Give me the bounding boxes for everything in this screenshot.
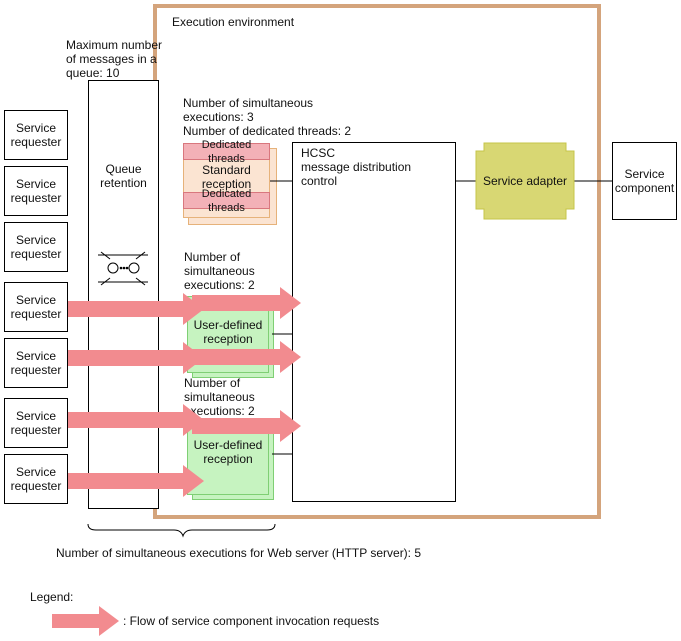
flow-arrow	[68, 342, 204, 374]
service-requester-4: Service requester	[4, 282, 68, 332]
service-requester-3: Service requester	[4, 222, 68, 272]
web-server-brace	[87, 523, 276, 538]
legend-flow-label: : Flow of service component invocation r…	[123, 614, 380, 628]
user-reception-1-label: User-defined reception	[193, 318, 263, 346]
service-requester-label: Service requester	[10, 233, 62, 261]
service-requester-label: Service requester	[10, 293, 62, 321]
service-requester-label: Service requester	[10, 177, 62, 205]
flow-arrow	[68, 404, 204, 436]
service-adapter: Service adapter	[476, 143, 574, 219]
service-component-label: Service component	[614, 167, 675, 195]
service-component-box: Service component	[612, 142, 677, 220]
dedicated-threads-label: Dedicated threads	[201, 187, 252, 214]
user-reception-2-label: User-defined reception	[193, 438, 263, 466]
service-requester-6: Service requester	[4, 398, 68, 448]
queue-icon	[98, 251, 148, 286]
service-requester-label: Service requester	[10, 121, 62, 149]
standard-reception-label: Standard reception	[201, 163, 252, 191]
dedicated-threads-label: Dedicated threads	[201, 138, 252, 165]
flow-arrow	[192, 341, 301, 373]
standard-reception-info: Number of simultaneous executions: 3 Num…	[183, 96, 352, 138]
service-adapter-label: Service adapter	[482, 174, 568, 188]
hcsc-label: HCSC message distribution control	[301, 146, 412, 188]
dedicated-threads-bottom: Dedicated threads	[183, 188, 270, 214]
flow-arrows	[52, 287, 301, 636]
service-adapter-shape	[475, 142, 575, 220]
hcsc-box	[292, 142, 456, 502]
dedicated-threads-top: Dedicated threads	[183, 139, 270, 165]
queue-retention-box	[88, 80, 159, 509]
service-requester-5: Service requester	[4, 338, 68, 388]
service-requester-1: Service requester	[4, 110, 68, 160]
user-reception-1-info: Number of simultaneous executions: 2	[184, 250, 255, 292]
max-messages-label: Maximum number of messages in a queue: 1…	[66, 38, 163, 80]
service-requester-label: Service requester	[10, 409, 62, 437]
service-requester-label: Service requester	[10, 465, 62, 493]
flow-arrow	[68, 465, 204, 497]
service-requester-2: Service requester	[4, 166, 68, 216]
service-requester-7: Service requester	[4, 454, 68, 504]
flow-arrow	[192, 287, 301, 319]
legend-arrow	[52, 606, 119, 636]
user-reception-2-info: Number of simultaneous executions: 2	[184, 376, 255, 418]
execution-environment-label: Execution environment	[172, 15, 295, 29]
legend-title: Legend:	[30, 590, 74, 604]
web-server-label: Number of simultaneous executions for We…	[56, 546, 422, 560]
flow-arrow	[192, 410, 301, 442]
queue-retention-label: Queue retention	[100, 162, 147, 190]
service-requester-label: Service requester	[10, 349, 62, 377]
flow-arrow	[68, 293, 204, 325]
